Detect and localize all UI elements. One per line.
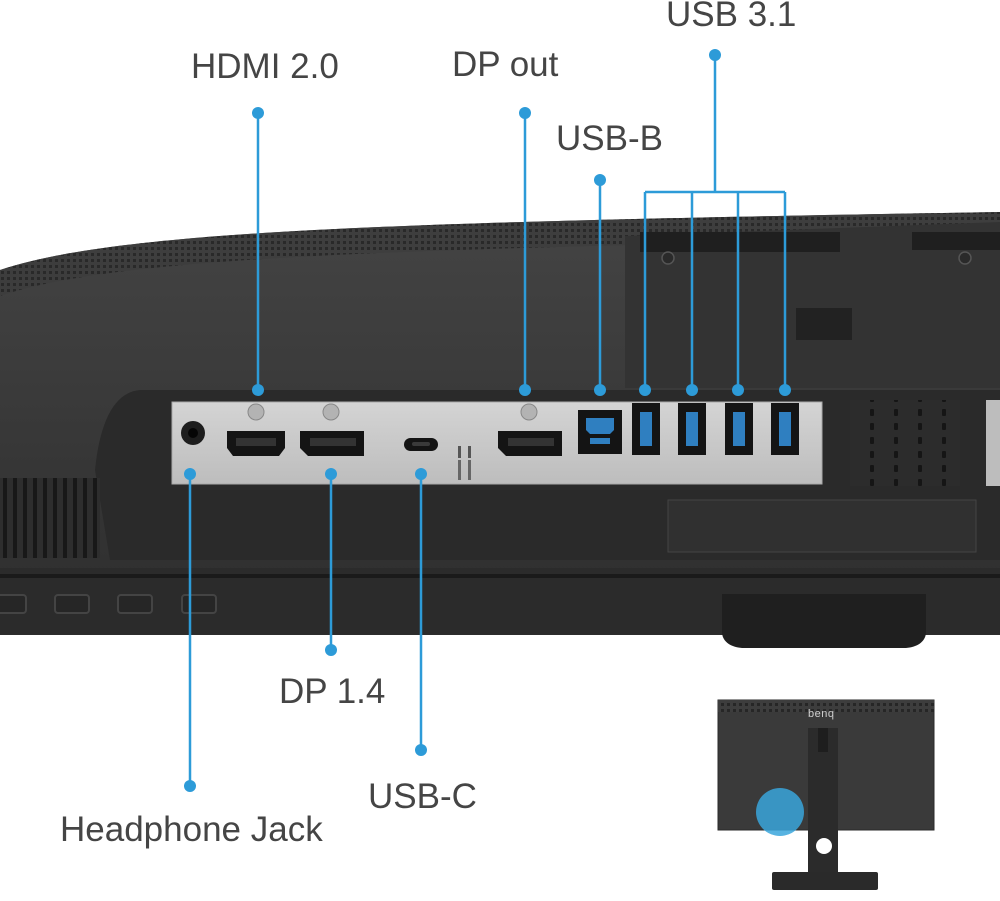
mount-slot-right [912, 232, 1000, 250]
side-vent [0, 478, 100, 558]
label-usb-b: USB-B [556, 119, 663, 158]
callout-dots [184, 49, 791, 792]
inset-brand-logo: benq [808, 708, 835, 720]
label-usb-31: USB 3.1 [666, 0, 797, 34]
mount-latch [796, 308, 852, 340]
stand-base-foot [722, 594, 926, 648]
mount-slot-left [640, 232, 840, 252]
mount-screw [661, 251, 675, 265]
inset-highlight [756, 788, 804, 836]
stand-mount [625, 222, 1000, 388]
label-hdmi: HDMI 2.0 [191, 47, 339, 86]
label-usb-c: USB-C [368, 777, 477, 816]
inset-monitor-thumbnail [717, 699, 935, 890]
screw-icon [520, 403, 538, 421]
label-dp-14: DP 1.4 [279, 672, 386, 711]
control-buttons [0, 594, 217, 614]
panel-edge [986, 400, 1000, 486]
mount-screw [958, 251, 972, 265]
usb-a-ports [632, 403, 799, 455]
label-dp-out: DP out [452, 45, 559, 84]
label-headphone-jack: Headphone Jack [60, 810, 323, 849]
rear-grille [850, 400, 960, 486]
lower-plate [667, 499, 977, 553]
screw-icon [322, 403, 340, 421]
screw-icon [247, 403, 265, 421]
callout-lines [188, 55, 787, 786]
